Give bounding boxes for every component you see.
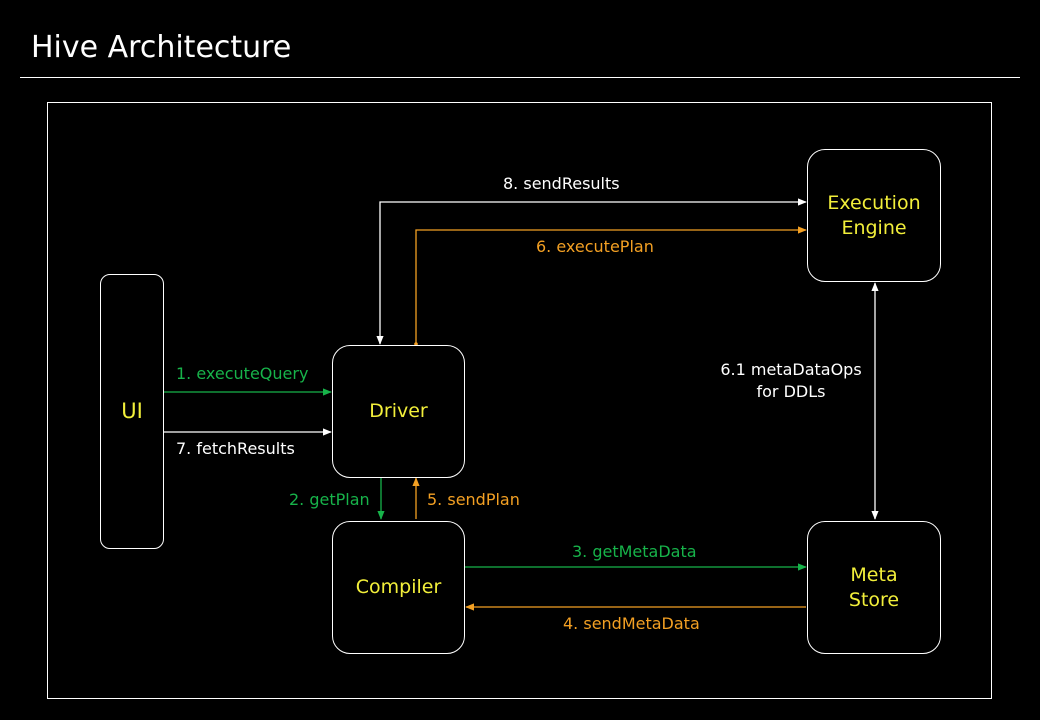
edge-execute-plan-origin-dot xyxy=(414,342,418,346)
node-compiler-label: Compiler xyxy=(355,576,442,598)
node-execution-engine: Execution Engine xyxy=(807,149,941,282)
page-title: Hive Architecture xyxy=(31,30,292,65)
label-get-plan: 2. getPlan xyxy=(289,490,370,509)
diagram-frame xyxy=(47,102,992,699)
node-ui-label: UI xyxy=(121,399,143,423)
node-ui: UI xyxy=(100,274,164,549)
node-execution-engine-label: Execution Engine xyxy=(827,191,921,239)
label-execute-query: 1. executeQuery xyxy=(176,364,309,383)
title-divider xyxy=(20,77,1020,78)
label-send-meta-data: 4. sendMetaData xyxy=(563,614,700,633)
label-send-results: 8. sendResults xyxy=(503,174,620,193)
node-driver-label: Driver xyxy=(369,400,428,422)
label-get-meta-data: 3. getMetaData xyxy=(572,542,697,561)
label-fetch-results: 7. fetchResults xyxy=(176,439,295,458)
label-send-plan: 5. sendPlan xyxy=(427,490,520,509)
label-execute-plan: 6. executePlan xyxy=(536,237,654,256)
node-meta-store-label: Meta Store xyxy=(848,563,900,611)
node-meta-store: Meta Store xyxy=(807,521,941,654)
node-driver: Driver xyxy=(332,345,465,478)
label-meta-data-ops: 6.1 metaDataOps for DDLs xyxy=(720,360,862,401)
node-compiler: Compiler xyxy=(332,521,465,654)
edge-send-results xyxy=(376,198,807,345)
edge-execute-plan xyxy=(415,226,807,344)
